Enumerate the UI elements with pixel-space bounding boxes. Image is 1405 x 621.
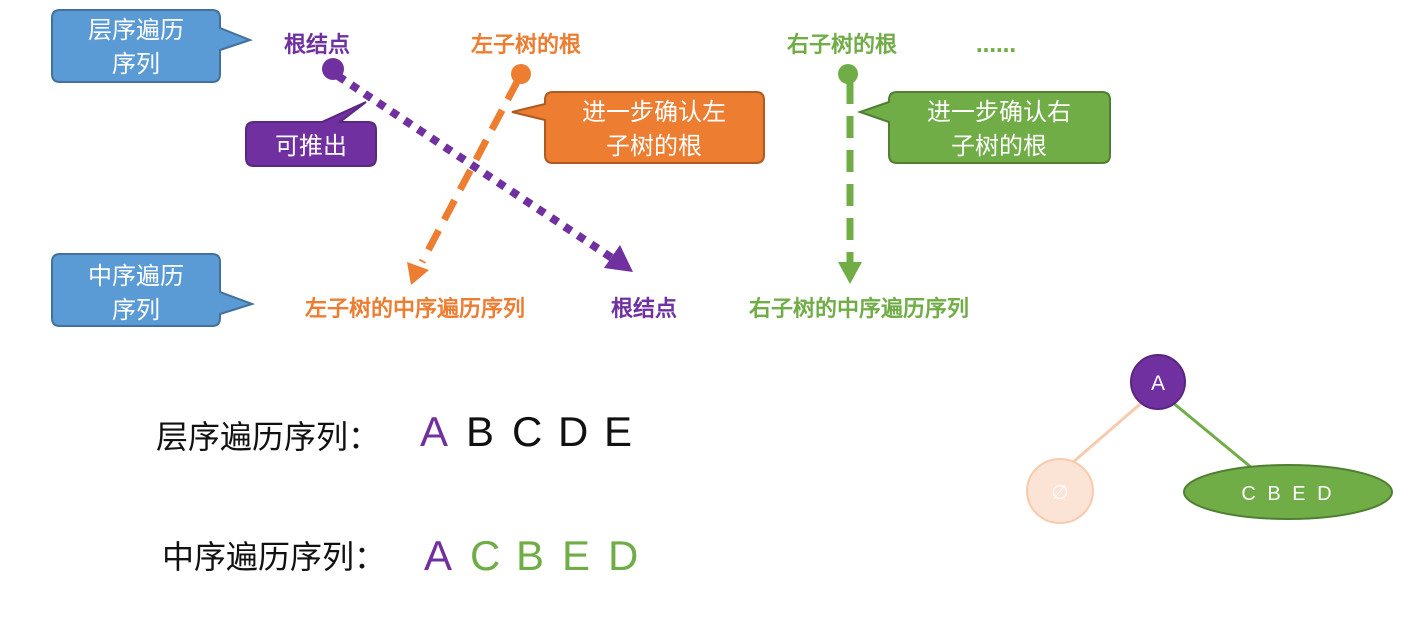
tree-node-left-label: ∅	[1051, 480, 1068, 504]
tree-edge-right	[1171, 400, 1253, 470]
in-order-item: B	[516, 532, 544, 579]
level-order-callout: 层序遍历 序列	[51, 9, 253, 83]
level-order-item: A	[420, 408, 448, 455]
top-label-ellipsis: ……	[976, 33, 1016, 57]
level-order-item: E	[604, 408, 632, 455]
in-order-item: C	[470, 532, 500, 579]
in-order-callout-line2: 序列	[112, 296, 160, 324]
level-order-item: B	[466, 408, 494, 455]
bottom-label-right-inorder: 右子树的中序遍历序列	[749, 296, 969, 322]
deducible-callout-text: 可推出	[275, 132, 347, 160]
tree: ∅ C B E D A	[1026, 354, 1393, 524]
level-order-callout-line1: 层序遍历	[88, 16, 184, 44]
tree-edge-left	[1071, 397, 1147, 465]
tree-node-right	[1183, 464, 1393, 520]
confirm-left-callout-line1: 进一步确认左	[582, 98, 726, 126]
in-order-callout-line1: 中序遍历	[88, 262, 184, 290]
root-arrow	[322, 58, 633, 272]
in-order-label: 中序遍历序列：	[162, 538, 386, 576]
tree-node-root-label: A	[1151, 372, 1165, 395]
in-order-callout: 中序遍历 序列	[51, 253, 256, 327]
deducible-callout: 可推出	[245, 101, 377, 167]
in-order-item: A	[424, 532, 452, 579]
top-label-left-root: 左子树的根	[471, 32, 581, 58]
confirm-right-callout-line2: 子树的根	[951, 132, 1047, 160]
in-order-item: D	[608, 532, 638, 579]
top-label-right-root: 右子树的根	[787, 32, 897, 58]
confirm-left-callout: 进一步确认左 子树的根	[511, 91, 765, 164]
tree-node-left	[1026, 458, 1094, 524]
right-root-arrow	[838, 64, 862, 284]
confirm-left-callout-line2: 子树的根	[606, 132, 702, 160]
tree-node-root	[1130, 354, 1186, 410]
top-label-root: 根结点	[284, 32, 350, 58]
bottom-label-root: 根结点	[611, 296, 677, 322]
level-order-callout-line2: 序列	[112, 50, 160, 78]
bottom-label-left-inorder: 左子树的中序遍历序列	[305, 296, 525, 322]
in-order-item: E	[562, 532, 590, 579]
level-order-item: C	[512, 408, 542, 455]
confirm-right-callout: 进一步确认右 子树的根	[856, 91, 1111, 164]
confirm-right-callout-line1: 进一步确认右	[927, 98, 1071, 126]
level-order-label: 层序遍历序列：	[156, 418, 380, 456]
tree-node-right-label: C B E D	[1241, 483, 1334, 505]
level-order-item: D	[558, 408, 588, 455]
left-root-arrow	[407, 64, 531, 285]
